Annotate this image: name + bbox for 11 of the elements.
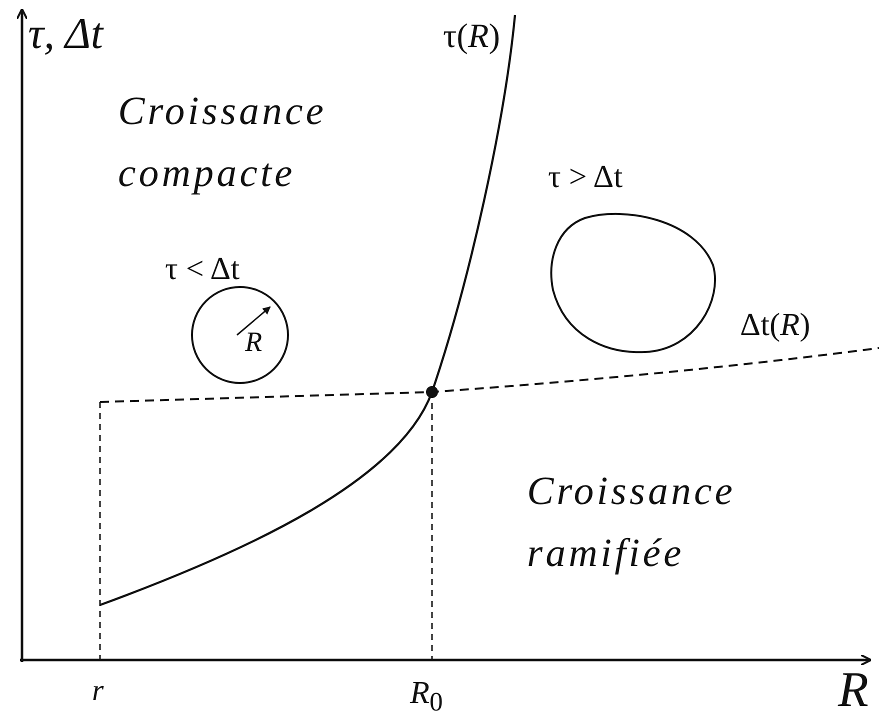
radius-label: R	[245, 329, 262, 357]
curve-label: Δt(R)	[740, 308, 810, 340]
tick-label: r	[92, 676, 104, 706]
axis-label: τ, Δt	[28, 12, 104, 56]
region-label: Croissance ramifiée	[527, 467, 737, 577]
condition-label: τ > Δt	[548, 160, 623, 192]
condition-label: τ < Δt	[165, 252, 240, 284]
tick-label: R$_{0}$	[410, 676, 443, 715]
region-label: Croissance compacte	[118, 87, 328, 197]
curve-label: τ(R)	[443, 20, 500, 54]
axis-label: R	[838, 664, 869, 714]
